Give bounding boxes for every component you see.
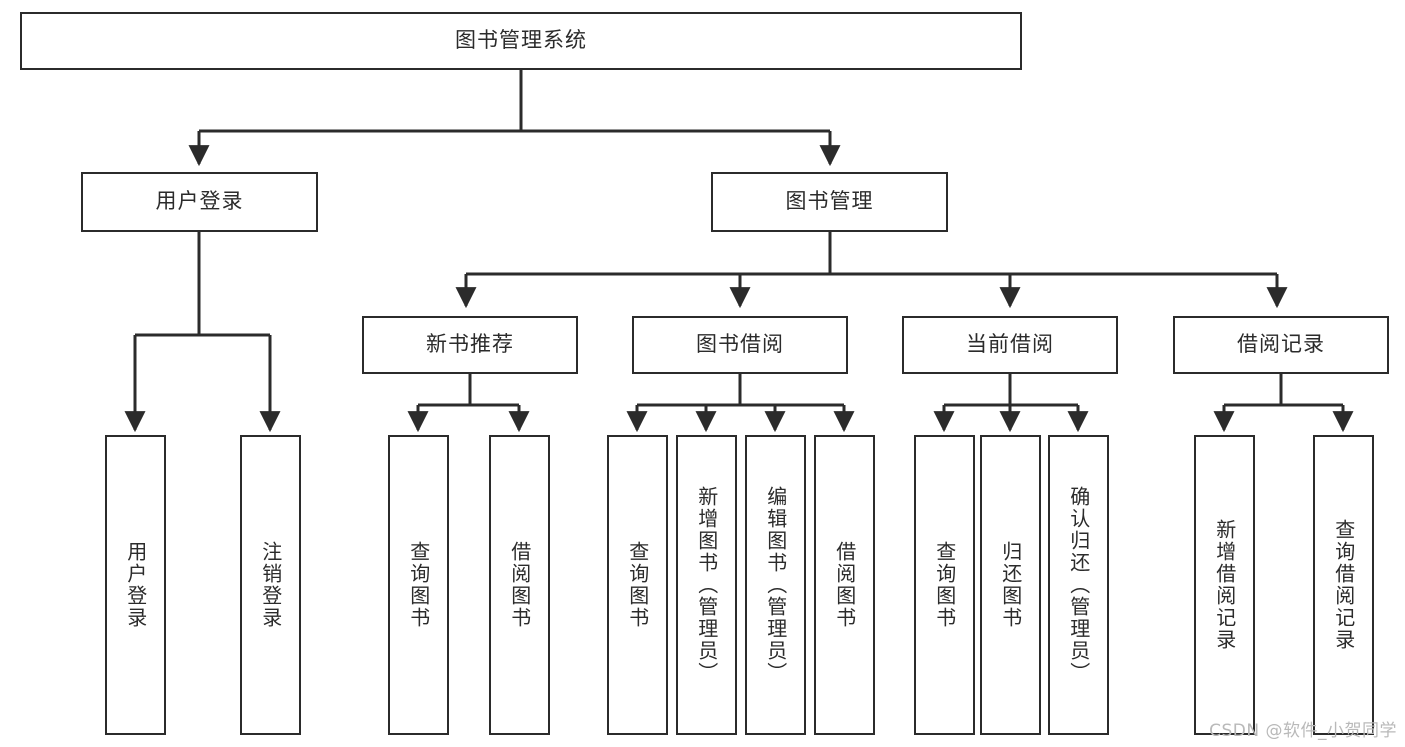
node-book-management[interactable]: 图书管理	[711, 172, 948, 232]
node-label: 查询图书	[625, 541, 650, 629]
leaf-newbook-borrow-book[interactable]: 借阅图书	[489, 435, 550, 735]
node-label: 用户登录	[155, 189, 244, 214]
csdn-watermark: CSDN @软件_小贺同学	[1209, 721, 1397, 741]
node-label: 归还图书	[998, 541, 1023, 629]
node-new-book-recommend[interactable]: 新书推荐	[362, 316, 578, 374]
node-root-system[interactable]: 图书管理系统	[20, 12, 1022, 70]
node-label: 借阅图书	[507, 541, 532, 629]
leaf-currentborrow-confirm-return-admin[interactable]: 确认归还（管理员）	[1048, 435, 1109, 735]
node-current-borrow[interactable]: 当前借阅	[902, 316, 1118, 374]
node-label: 新增图书（管理员）	[694, 486, 719, 684]
leaf-currentborrow-query-book[interactable]: 查询图书	[914, 435, 975, 735]
leaf-borrowrecord-add-record[interactable]: 新增借阅记录	[1194, 435, 1255, 735]
leaf-user-login[interactable]: 用户登录	[105, 435, 166, 735]
node-label: 用户登录	[123, 541, 148, 629]
node-borrow-record[interactable]: 借阅记录	[1173, 316, 1389, 374]
node-label: 图书借阅	[696, 332, 784, 357]
node-label: 编辑图书（管理员）	[763, 486, 788, 684]
node-book-borrow[interactable]: 图书借阅	[632, 316, 848, 374]
leaf-newbook-query-book[interactable]: 查询图书	[388, 435, 449, 735]
leaf-bookborrow-borrow-book[interactable]: 借阅图书	[814, 435, 875, 735]
leaf-currentborrow-return-book[interactable]: 归还图书	[980, 435, 1041, 735]
node-label: 新书推荐	[426, 332, 514, 357]
node-label: 借阅图书	[832, 541, 857, 629]
node-label: 新增借阅记录	[1212, 519, 1237, 651]
leaf-borrowrecord-query-record[interactable]: 查询借阅记录	[1313, 435, 1374, 735]
node-user-login[interactable]: 用户登录	[81, 172, 318, 232]
node-label: 查询借阅记录	[1331, 519, 1356, 651]
node-label: 当前借阅	[966, 332, 1054, 357]
node-label: 图书管理系统	[455, 28, 587, 53]
leaf-bookborrow-query-book[interactable]: 查询图书	[607, 435, 668, 735]
node-label: 查询图书	[932, 541, 957, 629]
node-label: 查询图书	[406, 541, 431, 629]
node-label: 注销登录	[258, 541, 283, 629]
leaf-bookborrow-edit-book-admin[interactable]: 编辑图书（管理员）	[745, 435, 806, 735]
node-label: 借阅记录	[1237, 332, 1325, 357]
leaf-bookborrow-add-book-admin[interactable]: 新增图书（管理员）	[676, 435, 737, 735]
leaf-user-logout[interactable]: 注销登录	[240, 435, 301, 735]
node-label: 确认归还（管理员）	[1066, 486, 1091, 684]
node-label: 图书管理	[785, 189, 874, 214]
